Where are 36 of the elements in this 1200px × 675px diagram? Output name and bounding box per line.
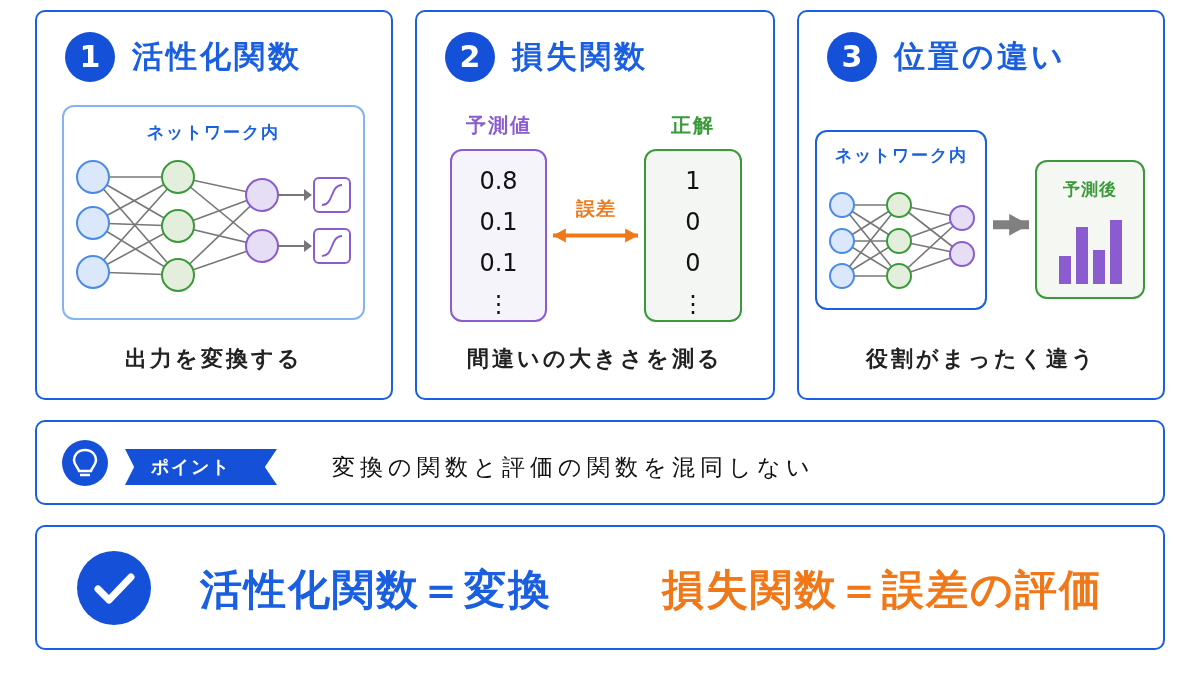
value-text: ⋮ <box>680 289 706 320</box>
panel-caption: 出力を変換する <box>124 345 304 373</box>
summary-text: 損失関数＝誤差の評価 <box>662 565 1103 615</box>
card-panel <box>35 10 393 400</box>
network-box <box>62 105 365 320</box>
panel-caption: 役割がまったく違う <box>864 345 1098 373</box>
number-badge: 1 <box>65 32 115 82</box>
value-text: 0 <box>684 207 702 238</box>
value-text: 0 <box>684 248 702 279</box>
panel-title: 損失関数 <box>512 37 648 76</box>
point-ribbon: ポイント <box>125 449 277 485</box>
arrow <box>993 213 1029 236</box>
tip-text: 変換の関数と評価の関数を混同しない <box>332 453 815 482</box>
summary-bar <box>35 525 1165 650</box>
summary-text: 活性化関数＝変換 <box>200 565 552 615</box>
column-heading: 予測値 <box>464 112 533 139</box>
card-panel <box>797 10 1165 400</box>
value-text: 1 <box>684 166 702 197</box>
column-heading: 正解 <box>670 112 716 139</box>
box-heading: 予測後 <box>1062 178 1118 201</box>
panel-title: 活性化関数 <box>132 37 302 76</box>
result-box <box>1035 160 1145 299</box>
box-heading: ネットワーク内 <box>146 121 281 144</box>
value-text: 0.8 <box>478 166 519 197</box>
tip-bar <box>35 420 1165 505</box>
value-text: 0.1 <box>478 248 519 279</box>
number-badge: 2 <box>445 32 495 82</box>
network-box <box>815 130 987 310</box>
box-heading: ネットワーク内 <box>833 144 969 167</box>
value-text: ⋮ <box>485 289 512 320</box>
panel-title: 位置の違い <box>894 37 1066 76</box>
number-badge: 3 <box>827 32 877 82</box>
value-text: 0.1 <box>478 207 519 238</box>
arrow <box>553 228 638 243</box>
panel-caption: 間違いの大きさを測る <box>466 345 724 373</box>
card-panel <box>415 10 775 400</box>
